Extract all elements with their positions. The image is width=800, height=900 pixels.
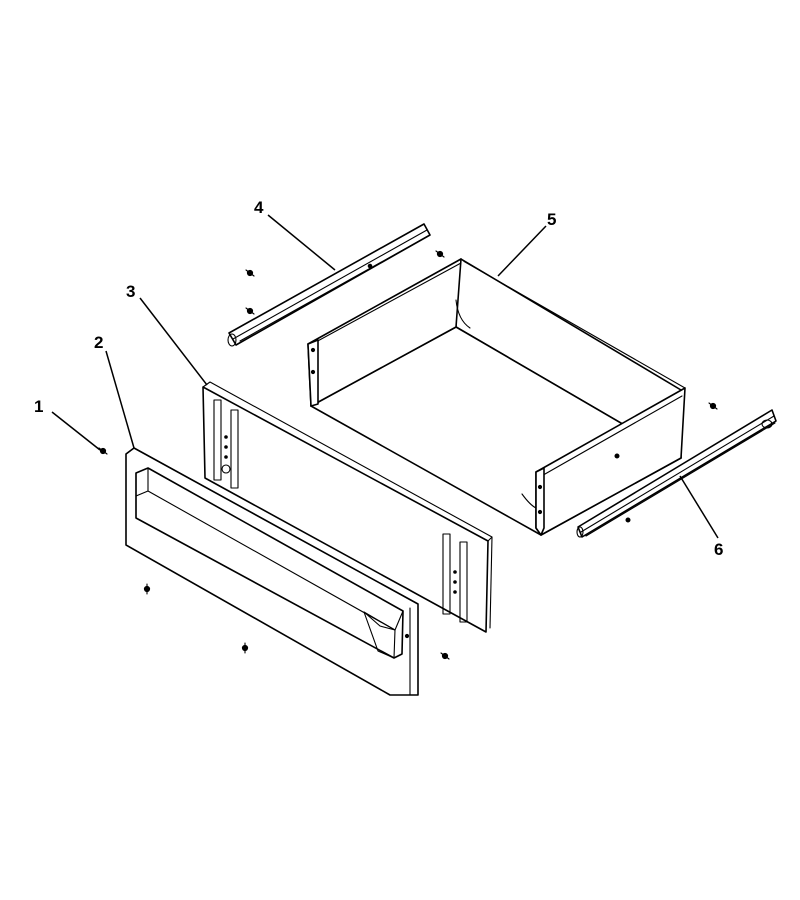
leader-2	[105, 350, 135, 449]
callout-3: 3	[126, 282, 135, 301]
leader-lines	[51, 214, 719, 539]
screw-icon	[241, 642, 249, 654]
screw-icon	[245, 307, 255, 315]
screw-icon	[435, 250, 445, 258]
part-4-left-slide-rail	[227, 223, 431, 347]
leader-3	[139, 297, 208, 386]
leader-6	[679, 475, 719, 539]
leader-5	[497, 225, 547, 277]
leader-1	[51, 411, 101, 451]
screw-icon	[98, 447, 108, 455]
screw-icon	[143, 583, 151, 595]
callout-4: 4	[254, 198, 264, 217]
callout-5: 5	[547, 210, 556, 229]
callout-labels: 1 2 3 4 5 6	[34, 198, 723, 559]
loose-screws	[98, 250, 718, 660]
screw-icon	[245, 269, 255, 277]
callout-2: 2	[94, 333, 103, 352]
callout-1: 1	[34, 397, 43, 416]
leader-4	[267, 214, 336, 271]
screw-icon	[708, 402, 718, 410]
screw-icon	[440, 652, 450, 660]
part-6-right-slide-rail	[576, 409, 777, 538]
callout-6: 6	[714, 540, 723, 559]
part-5-drawer-box	[307, 258, 686, 536]
